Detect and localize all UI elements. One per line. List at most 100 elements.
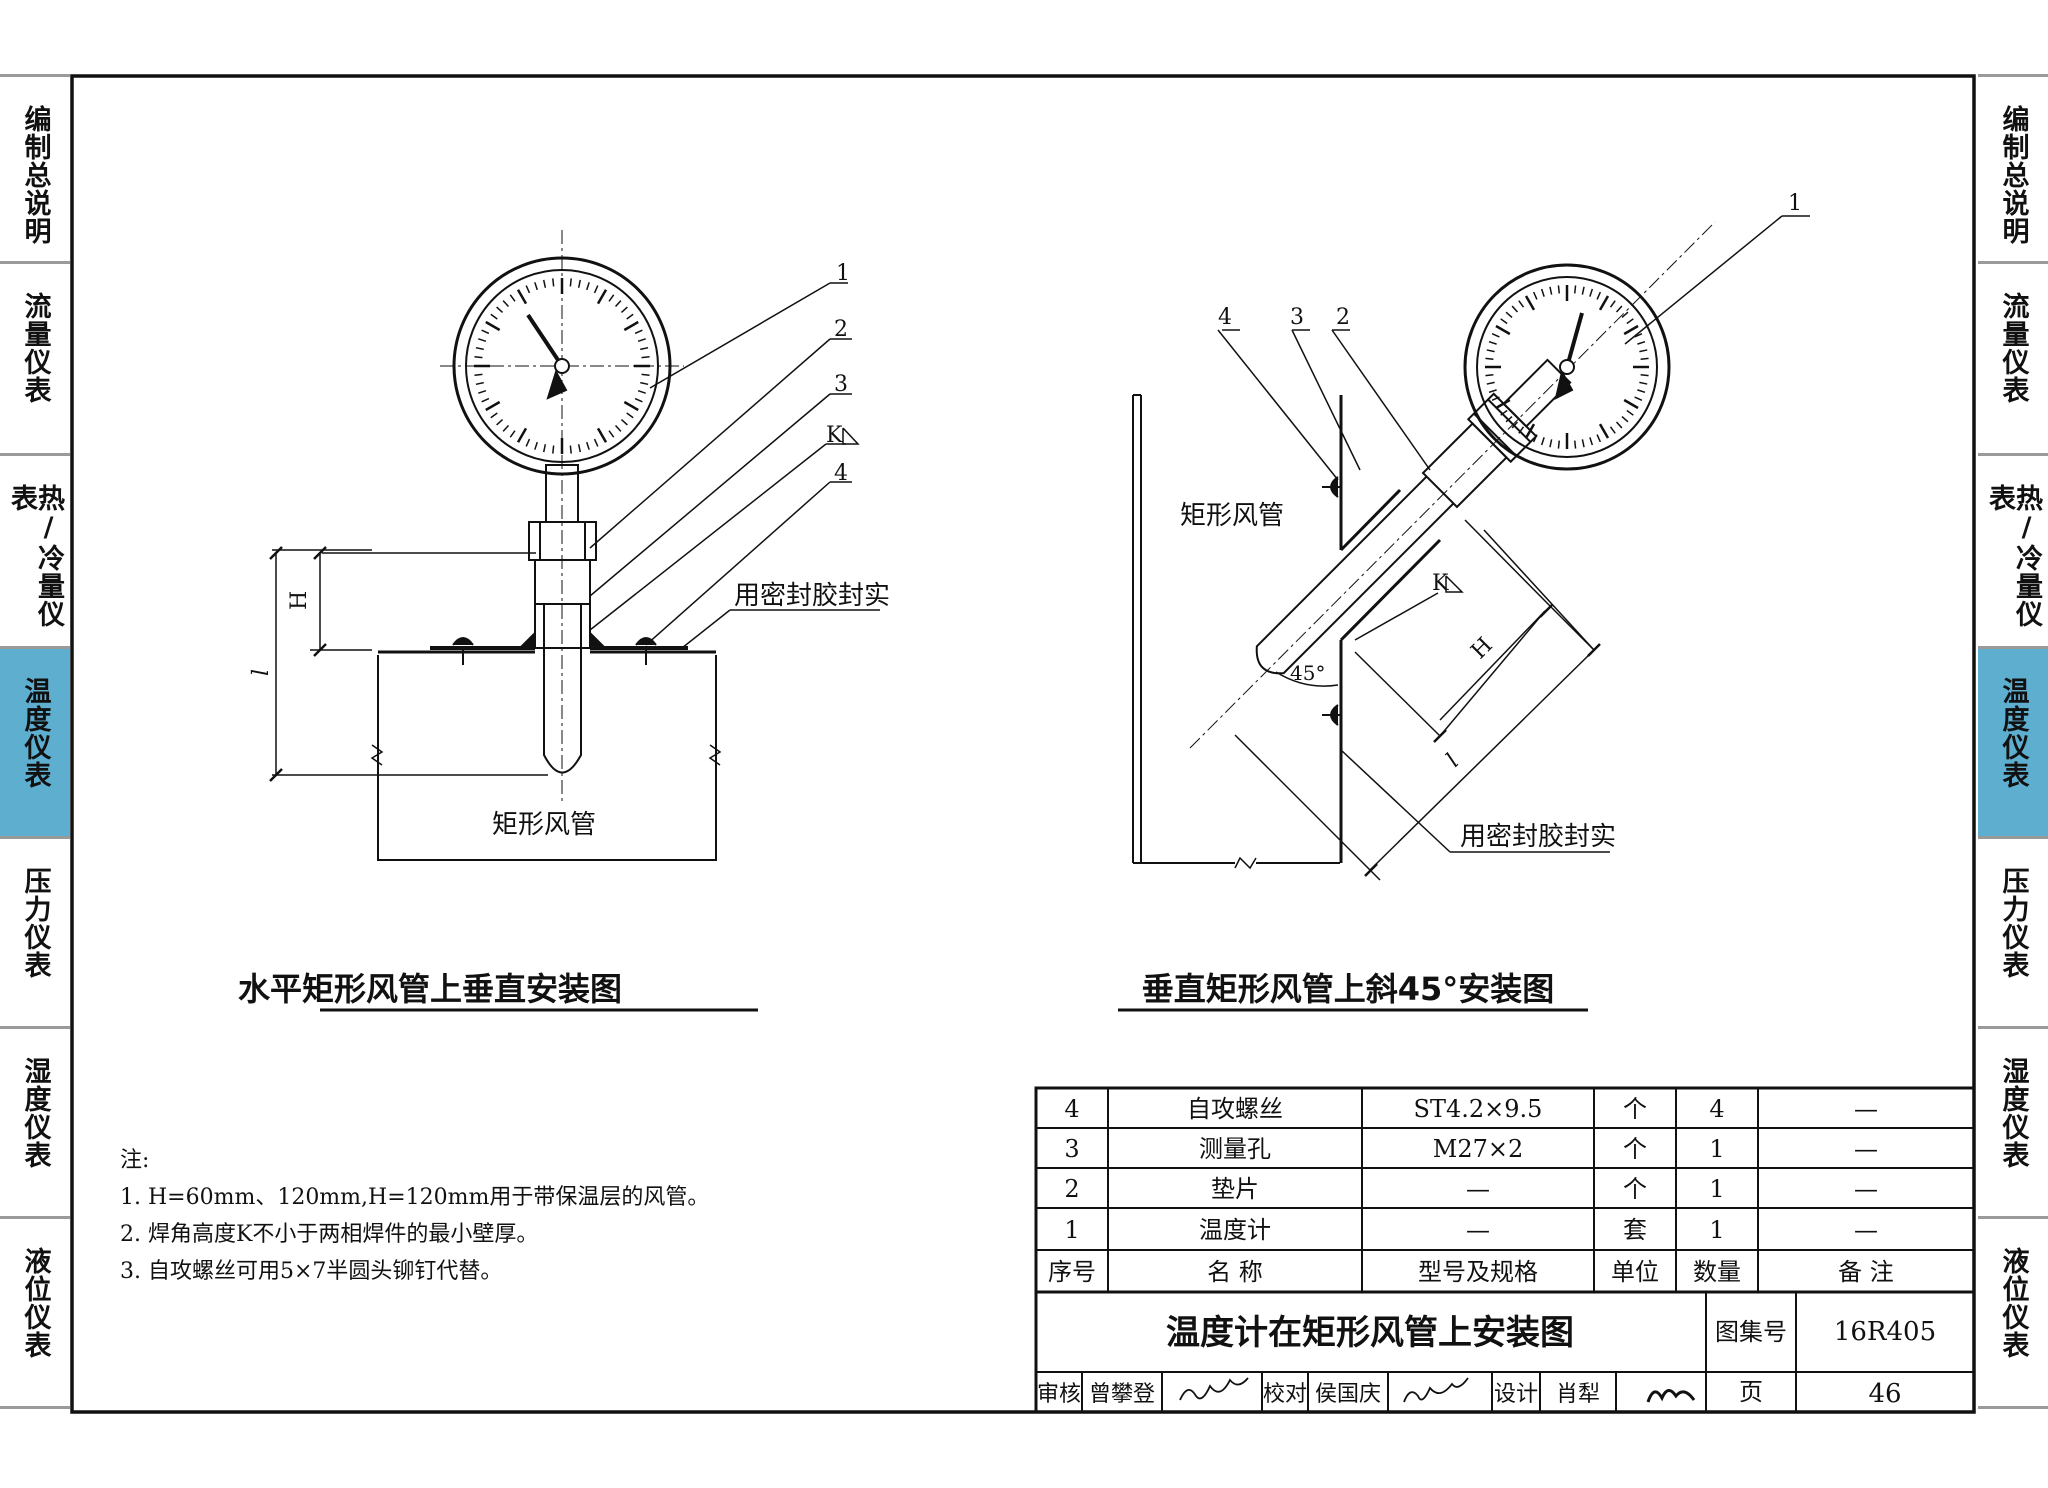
gauge-tick xyxy=(634,329,643,335)
atlas-label: 图集号 xyxy=(1715,1318,1787,1346)
gauge-tick xyxy=(586,282,590,291)
tab-general[interactable]: 编制总说明 xyxy=(1978,74,2048,264)
tab-level[interactable]: 液位仪表 xyxy=(1978,1219,2048,1409)
tab-label: 液位仪表 xyxy=(1997,1247,2029,1359)
tab-label: 温度仪表 xyxy=(1997,677,2029,789)
tab-pressure[interactable]: 压力仪表 xyxy=(1978,839,2048,1029)
gauge-tick xyxy=(569,445,572,454)
left-dim-h: H xyxy=(287,591,312,610)
table-cell: 个 xyxy=(1623,1135,1647,1163)
left-callout-k: K xyxy=(826,423,843,448)
tab-flow[interactable]: 流量仪表 xyxy=(0,264,70,456)
gauge-tick xyxy=(516,289,528,305)
tab-label: 热/冷量仪表 xyxy=(1984,484,2042,628)
tab-flow[interactable]: 流量仪表 xyxy=(1978,264,2048,456)
gauge-tick xyxy=(1609,426,1616,434)
gauge-tick xyxy=(1557,285,1561,294)
gauge-tick xyxy=(1532,291,1538,300)
tab-heat[interactable]: 热/冷量仪表 xyxy=(1978,456,2048,649)
review-label: 审核 xyxy=(1037,1382,1081,1407)
table-cell: 1 xyxy=(1709,1216,1724,1244)
gauge-tick xyxy=(1557,440,1561,449)
tab-humidity[interactable]: 湿度仪表 xyxy=(0,1029,70,1219)
gauge-tick xyxy=(608,294,615,302)
left-view-title: 水平矩形风管上垂直安装图 xyxy=(238,970,622,1008)
table-cell: — xyxy=(1854,1175,1878,1203)
gauge-tick xyxy=(1623,324,1639,336)
gauge-tick xyxy=(1589,437,1594,446)
table-cell: 4 xyxy=(1064,1095,1079,1123)
page-number: 46 xyxy=(1868,1379,1901,1409)
right-callout-1: 1 xyxy=(1788,191,1802,216)
gauge-tick xyxy=(596,289,608,305)
gauge-tick xyxy=(509,294,516,302)
gauge-tick xyxy=(1640,357,1649,361)
check-label: 校对 xyxy=(1263,1382,1307,1407)
gauge-tick xyxy=(1495,324,1511,336)
tab-temperature[interactable]: 温度仪表 xyxy=(0,649,70,839)
table-cell: 2 xyxy=(1064,1175,1079,1203)
table-header-cell: 名 称 xyxy=(1207,1258,1263,1286)
left-duct-label: 矩形风管 xyxy=(492,810,596,840)
table-cell: 套 xyxy=(1623,1216,1647,1244)
gauge-tick xyxy=(586,441,590,450)
gauge-tick xyxy=(577,444,582,453)
table-cell: — xyxy=(1854,1216,1878,1244)
tab-heat[interactable]: 热/冷量仪表 xyxy=(0,456,70,649)
right-duct-label: 矩形风管 xyxy=(1180,501,1284,531)
gauge-tick xyxy=(1637,389,1646,394)
gauge-tick xyxy=(552,278,555,287)
gauge-tick xyxy=(1639,349,1648,353)
tab-level[interactable]: 液位仪表 xyxy=(0,1219,70,1409)
gauge-tick xyxy=(1505,415,1513,423)
gauge-tick xyxy=(474,356,483,359)
title-block xyxy=(1034,1290,1976,1414)
checker-name: 侯国庆 xyxy=(1315,1382,1381,1407)
gauge-tick xyxy=(608,430,615,438)
gauge-tick xyxy=(502,424,510,432)
tab-label: 压力仪表 xyxy=(19,867,51,979)
gauge-tick xyxy=(1615,305,1623,313)
left-callout-3: 3 xyxy=(834,372,848,397)
gauge-tick xyxy=(641,373,650,376)
table-header-cell: 序号 xyxy=(1048,1258,1096,1286)
tab-humidity[interactable]: 湿度仪表 xyxy=(1978,1029,2048,1219)
gauge-tick xyxy=(1486,349,1495,353)
gauge-tick xyxy=(593,285,599,294)
gauge-tick xyxy=(1581,439,1585,448)
right-callout-3: 3 xyxy=(1290,305,1304,330)
gauge-tick xyxy=(481,329,490,335)
tab-label: 编制总说明 xyxy=(19,105,51,245)
tab-general[interactable]: 编制总说明 xyxy=(0,74,70,264)
table-cell: — xyxy=(1466,1216,1490,1244)
gauge-tick xyxy=(552,445,555,454)
table-cell: 4 xyxy=(1709,1095,1724,1123)
left-duct-outline xyxy=(377,655,717,861)
page-label: 页 xyxy=(1739,1378,1763,1406)
table-cell: 个 xyxy=(1623,1095,1647,1123)
table-header-cell: 备 注 xyxy=(1838,1258,1894,1286)
gauge-tick xyxy=(1573,285,1577,294)
tab-pressure[interactable]: 压力仪表 xyxy=(0,839,70,1029)
gauge-tick xyxy=(1573,440,1577,449)
gauge-tick xyxy=(637,390,646,394)
tab-label: 压力仪表 xyxy=(1997,867,2029,979)
gauge-tick xyxy=(1540,288,1545,297)
gauge-tick xyxy=(525,438,531,447)
tab-temperature[interactable]: 温度仪表 xyxy=(1978,649,2048,839)
left-callout-4: 4 xyxy=(834,461,848,486)
table-cell: — xyxy=(1854,1095,1878,1123)
table-cell: 自攻螺丝 xyxy=(1187,1095,1283,1123)
gauge-tick xyxy=(534,282,538,291)
gauge-tick xyxy=(496,306,504,314)
gauge-tick xyxy=(478,390,487,394)
gauge-tick xyxy=(534,441,538,450)
gauge-tick xyxy=(1596,434,1602,443)
left-tab-strip: 编制总说明 流量仪表 热/冷量仪表 温度仪表 压力仪表 湿度仪表 液位仪表 xyxy=(0,74,70,1409)
table-header-cell: 单位 xyxy=(1611,1258,1659,1286)
gauge-tick xyxy=(593,438,599,447)
gauge-tick xyxy=(1488,340,1497,345)
gauge-tick xyxy=(1540,437,1545,446)
gauge-tick xyxy=(485,320,501,332)
